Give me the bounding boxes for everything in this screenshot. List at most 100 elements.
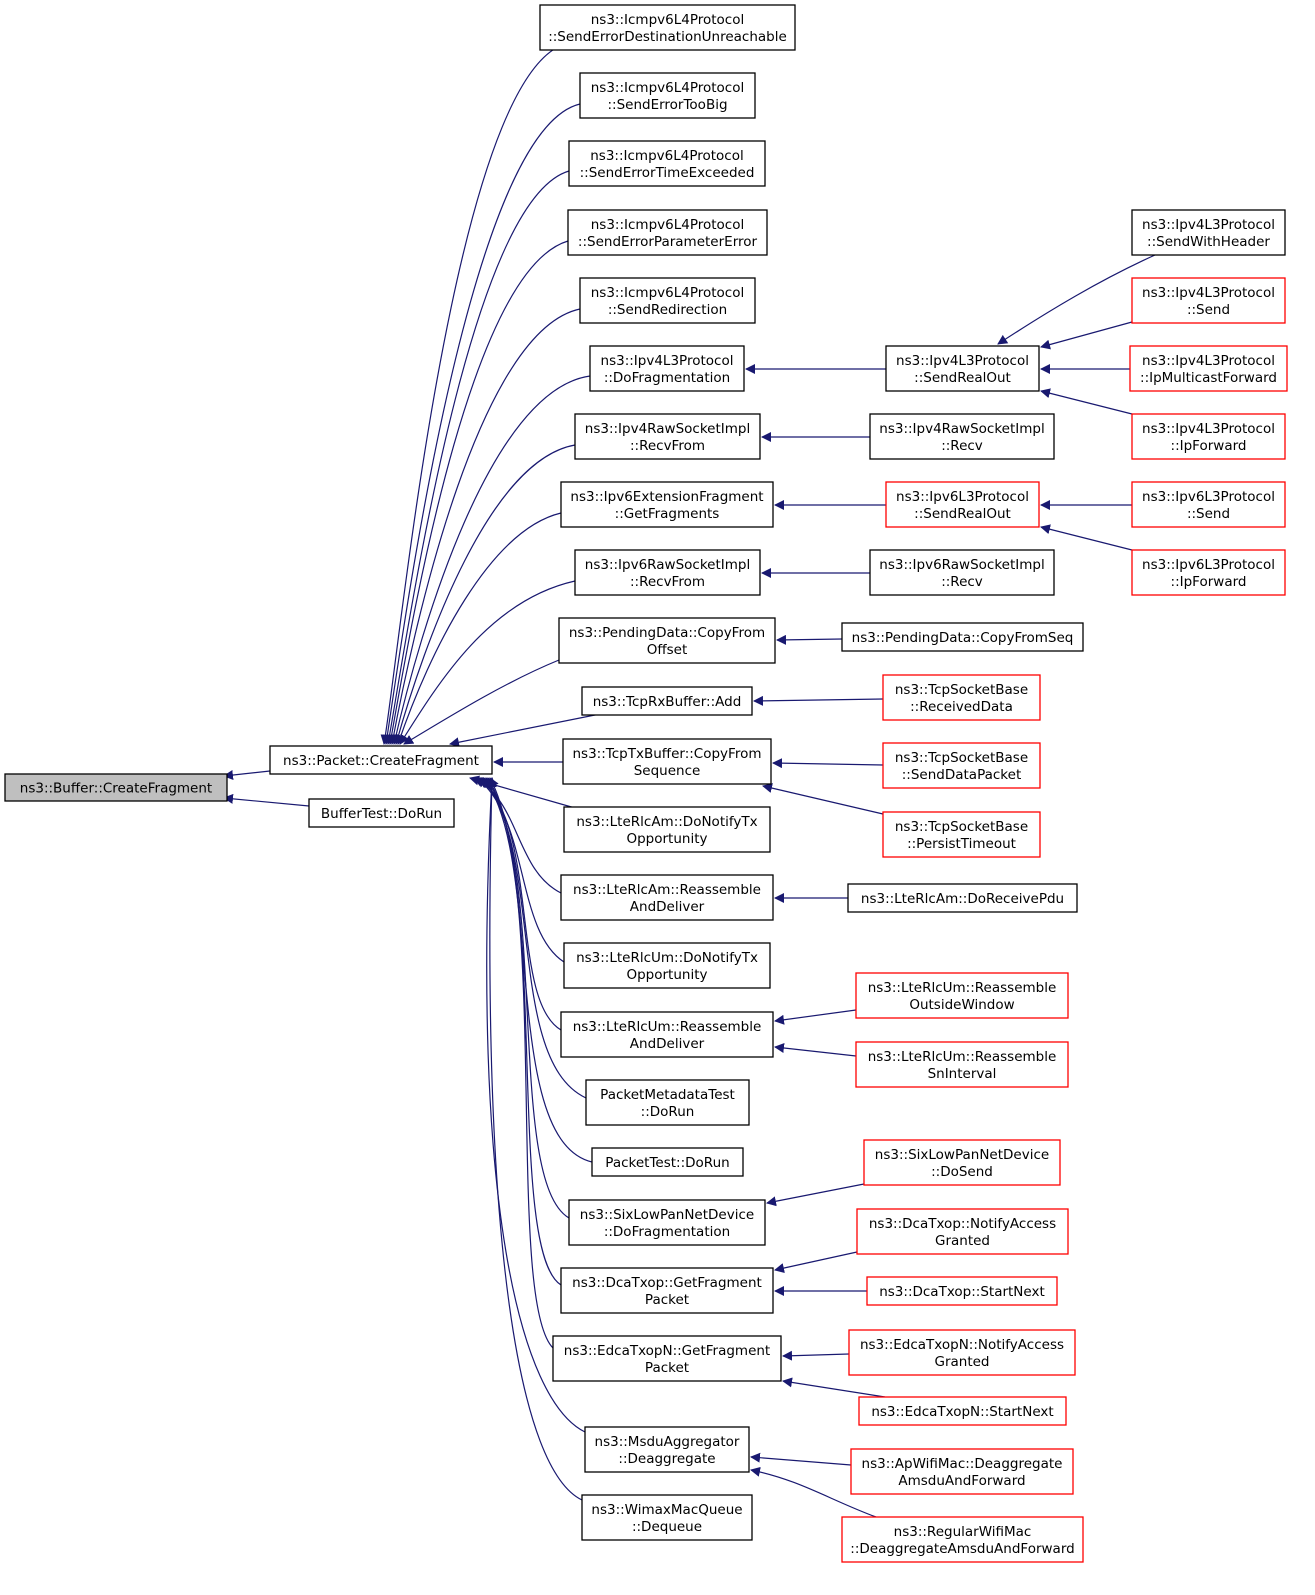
node-box <box>269 745 493 775</box>
node-label: Packet <box>645 1292 689 1308</box>
node-tcpsb-senddatapacket[interactable]: ns3::TcpSocketBase::SendDataPacket <box>882 742 1041 789</box>
node-ipv4l3-dofrag[interactable]: ns3::Ipv4L3Protocol::DoFragmentation <box>589 345 745 392</box>
call-edge <box>489 777 554 1349</box>
node-label: ns3::Ipv6L3Protocol <box>1142 489 1275 505</box>
edge-lterlcum_sninterval-to-lterlcum_reassemble <box>774 1043 857 1057</box>
node-ipv6ext-getfrags[interactable]: ns3::Ipv6ExtensionFragment::GetFragments <box>560 481 774 528</box>
edge-packet_createfragment-to-buffer_createfragment <box>223 770 271 780</box>
node-sixlowpan-dofrag[interactable]: ns3::SixLowPanNetDevice::DoFragmentation <box>568 1199 766 1246</box>
node-ipv4raw-recv[interactable]: ns3::Ipv4RawSocketImpl::Recv <box>869 413 1055 460</box>
node-label: ::IpForward <box>1171 574 1247 590</box>
node-label: ::DoSend <box>931 1164 993 1180</box>
node-label: ns3::Icmpv6L4Protocol <box>591 217 745 233</box>
node-box <box>567 209 768 256</box>
node-tcprx-add[interactable]: ns3::TcpRxBuffer::Add <box>581 686 753 716</box>
node-ipv6l3-sendrealout[interactable]: ns3::Ipv6L3Protocol::SendRealOut <box>885 481 1040 528</box>
edge-dcatxop_notifyaccess-to-dcatxop_getfrag <box>774 1251 858 1273</box>
node-box <box>869 413 1055 460</box>
node-packetmetadatatest[interactable]: PacketMetadataTest::DoRun <box>585 1079 750 1126</box>
call-edge <box>396 512 562 745</box>
node-apwifimac-deaggregate[interactable]: ns3::ApWifiMac::DeaggregateAmsduAndForwa… <box>850 1448 1074 1495</box>
node-icmp-timeexceeded[interactable]: ns3::Icmpv6L4Protocol::SendErrorTimeExce… <box>568 140 766 187</box>
node-ipv4raw-recvfrom[interactable]: ns3::Ipv4RawSocketImpl::RecvFrom <box>574 413 761 460</box>
node-ipv6l3-ipforward[interactable]: ns3::Ipv6L3Protocol::IpForward <box>1131 549 1286 596</box>
node-icmp-toobig[interactable]: ns3::Icmpv6L4Protocol::SendErrorTooBig <box>579 72 756 119</box>
node-box <box>850 1448 1074 1495</box>
node-label: ns3::Icmpv6L4Protocol <box>590 148 744 164</box>
node-label: ::PersistTimeout <box>907 836 1016 852</box>
node-box <box>1129 345 1288 392</box>
edge-icmp_unreachable-to-packet_createfragment <box>380 47 557 745</box>
node-packettest[interactable]: PacketTest::DoRun <box>591 1147 744 1177</box>
call-edge <box>997 254 1156 345</box>
edge-sixlowpan_dosend-to-sixlowpan_dofrag <box>766 1183 865 1207</box>
node-label: ns3::PendingData::CopyFrom <box>569 625 765 641</box>
node-label: ::RecvFrom <box>630 574 705 590</box>
node-ipv6raw-recvfrom[interactable]: ns3::Ipv6RawSocketImpl::RecvFrom <box>574 549 761 596</box>
node-lterlcam-doreceivepdu[interactable]: ns3::LteRlcAm::DoReceivePdu <box>847 883 1078 913</box>
node-box <box>882 811 1041 858</box>
call-edge <box>1040 321 1133 350</box>
node-ipv6l3-send[interactable]: ns3::Ipv6L3Protocol::Send <box>1131 481 1286 528</box>
node-label: ns3::Ipv6L3Protocol <box>896 489 1029 505</box>
node-packet-createfragment[interactable]: ns3::Packet::CreateFragment <box>269 745 493 775</box>
node-tcpsb-persisttimeout[interactable]: ns3::TcpSocketBase::PersistTimeout <box>882 811 1041 858</box>
node-label: ::Dequeue <box>632 1519 702 1535</box>
call-edge <box>388 308 581 745</box>
call-edge <box>766 1183 865 1207</box>
node-regularwifimac-deaggregate[interactable]: ns3::RegularWifiMac::DeaggregateAmsduAnd… <box>841 1516 1084 1563</box>
node-sixlowpan-dosend[interactable]: ns3::SixLowPanNetDevice::DoSend <box>863 1139 1061 1186</box>
node-icmp-redirection[interactable]: ns3::Icmpv6L4Protocol::SendRedirection <box>579 277 756 324</box>
node-ipv4l3-send[interactable]: ns3::Ipv4L3Protocol::Send <box>1131 277 1286 324</box>
node-label: ns3::LteRlcUm::DoNotifyTx <box>576 950 758 966</box>
node-ipv4l3-sendrealout[interactable]: ns3::Ipv4L3Protocol::SendRealOut <box>885 345 1040 392</box>
call-edge <box>384 170 570 745</box>
node-label: ns3::DcaTxop::GetFragment <box>572 1275 762 1291</box>
node-msdu-deaggregate[interactable]: ns3::MsduAggregator::Deaggregate <box>584 1426 750 1473</box>
node-ipv4l3-ipmulticastforward[interactable]: ns3::Ipv4L3Protocol::IpMulticastForward <box>1129 345 1288 392</box>
call-edge <box>774 1009 857 1025</box>
node-label: ::SendRealOut <box>914 506 1011 522</box>
node-ipv4l3-sendwithheader[interactable]: ns3::Ipv4L3Protocol::SendWithHeader <box>1131 209 1286 256</box>
edge-buffertest_dorun-to-buffer_createfragment <box>223 793 310 807</box>
node-label: OutsideWindow <box>909 997 1014 1013</box>
node-box <box>584 1426 750 1473</box>
node-pending-copyfromseq[interactable]: ns3::PendingData::CopyFromSeq <box>841 622 1084 652</box>
call-edge <box>380 47 557 745</box>
call-edge <box>479 777 562 1031</box>
node-icmp-unreachable[interactable]: ns3::Icmpv6L4Protocol::SendErrorDestinat… <box>539 4 796 51</box>
node-label: ns3::SixLowPanNetDevice <box>580 1207 754 1223</box>
node-edcatxopn-startnext[interactable]: ns3::EdcaTxopN::StartNext <box>858 1396 1067 1426</box>
node-label: ns3::TcpRxBuffer::Add <box>593 694 742 710</box>
node-label: ns3::Ipv6RawSocketImpl <box>585 557 750 573</box>
edge-pending_copyfromoffset-to-packet_createfragment <box>403 659 560 745</box>
node-tcpsb-receiveddata[interactable]: ns3::TcpSocketBase::ReceivedData <box>882 674 1041 721</box>
node-box <box>866 1276 1058 1306</box>
edge-ipv4l3_send-to-ipv4l3_sendrealout <box>1040 321 1133 350</box>
node-icmp-paramerror[interactable]: ns3::Icmpv6L4Protocol::SendErrorParamete… <box>567 209 768 256</box>
node-buffertest-dorun[interactable]: BufferTest::DoRun <box>308 798 455 828</box>
edge-ipv6ext_getfrags-to-packet_createfragment <box>396 512 562 745</box>
node-label: ::IpForward <box>1171 438 1247 454</box>
node-box <box>841 1516 1084 1563</box>
node-label: ::DeaggregateAmsduAndForward <box>850 1541 1074 1557</box>
node-box <box>858 1396 1067 1426</box>
node-wimax-dequeue[interactable]: ns3::WimaxMacQueue::Dequeue <box>581 1494 753 1541</box>
edge-icmp_paramerror-to-packet_createfragment <box>386 240 569 745</box>
node-ipv4l3-ipforward[interactable]: ns3::Ipv4L3Protocol::IpForward <box>1131 413 1286 460</box>
node-ipv6raw-recv[interactable]: ns3::Ipv6RawSocketImpl::Recv <box>869 549 1055 596</box>
node-dcatxop-startnext[interactable]: ns3::DcaTxop::StartNext <box>866 1276 1058 1306</box>
node-box <box>1131 277 1286 324</box>
